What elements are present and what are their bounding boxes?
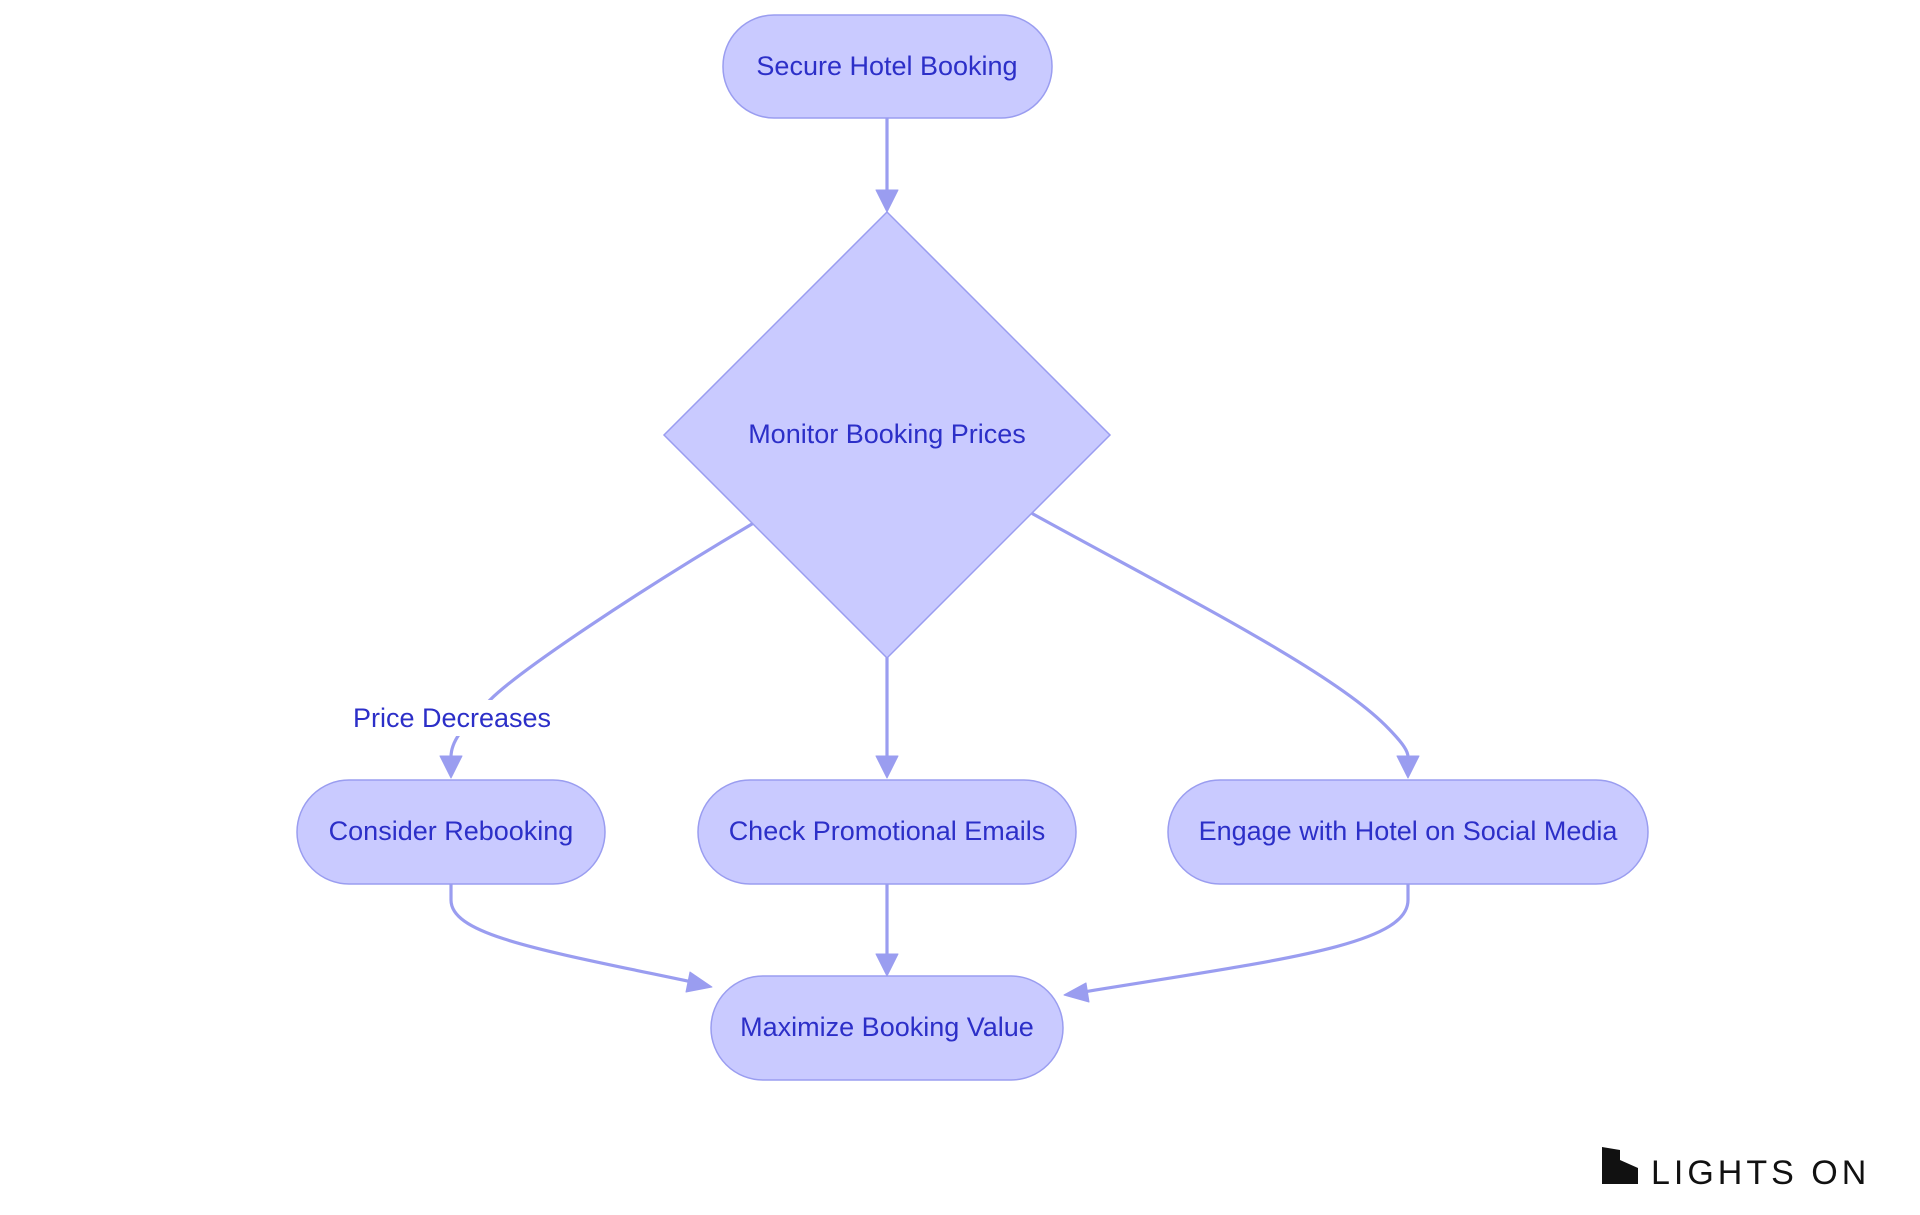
logo-text: LIGHTS ON bbox=[1651, 1154, 1870, 1192]
edge-monitor-to-social bbox=[1031, 512, 1410, 759]
node-shape bbox=[710, 975, 1064, 1081]
node-label: Check Promotional Emails bbox=[729, 816, 1046, 846]
node-label: Maximize Booking Value bbox=[740, 1012, 1034, 1042]
edge-label-price-decreases: Price Decreases bbox=[352, 700, 552, 736]
edge-label-background bbox=[352, 700, 552, 736]
node-consider-rebooking[interactable]: Consider Rebooking bbox=[296, 779, 606, 885]
arrowhead-icon bbox=[875, 189, 899, 213]
arrowhead-icon bbox=[875, 755, 899, 779]
node-label: Secure Hotel Booking bbox=[756, 51, 1017, 81]
arrowhead-icon bbox=[1396, 755, 1420, 779]
node-monitor-booking-prices[interactable]: Monitor Booking Prices bbox=[662, 210, 1112, 660]
arrowhead-icon bbox=[1063, 982, 1090, 1003]
arrowhead-icon bbox=[685, 971, 713, 993]
node-engage-social-media[interactable]: Engage with Hotel on Social Media bbox=[1167, 779, 1649, 885]
node-label: Consider Rebooking bbox=[329, 816, 574, 846]
node-maximize-booking-value[interactable]: Maximize Booking Value bbox=[710, 975, 1064, 1081]
lights-on-logo: LIGHTS ON bbox=[1602, 1147, 1870, 1192]
arrowhead-icon bbox=[439, 755, 463, 779]
node-secure-hotel-booking[interactable]: Secure Hotel Booking bbox=[722, 14, 1053, 119]
node-shape bbox=[296, 779, 606, 885]
node-label: Monitor Booking Prices bbox=[748, 419, 1026, 449]
node-shape bbox=[1167, 779, 1649, 885]
edges bbox=[439, 116, 1420, 1003]
node-shape bbox=[722, 14, 1053, 119]
decision-shape bbox=[662, 210, 1112, 660]
logo-mark-icon bbox=[1602, 1147, 1638, 1184]
node-shape bbox=[697, 779, 1077, 885]
arrowhead-icon bbox=[875, 953, 899, 977]
edge-social-to-maximize bbox=[1081, 882, 1410, 994]
edge-rebook-to-maximize bbox=[449, 882, 694, 984]
node-label: Engage with Hotel on Social Media bbox=[1199, 816, 1619, 846]
node-check-promotional-emails[interactable]: Check Promotional Emails bbox=[697, 779, 1077, 885]
edge-label-text: Price Decreases bbox=[353, 703, 551, 733]
